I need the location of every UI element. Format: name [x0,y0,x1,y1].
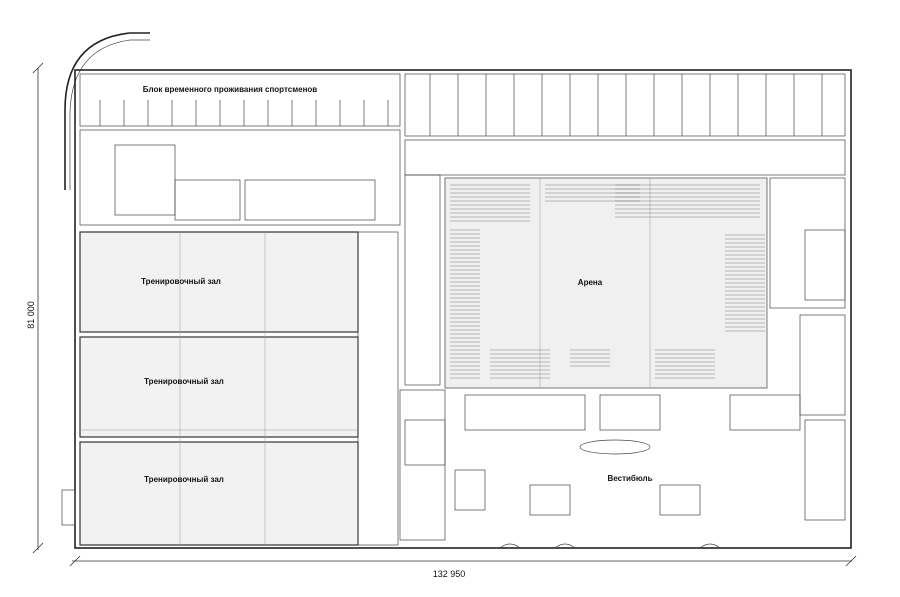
training-hall-1-label: Тренировочный зал [141,277,221,286]
arena [444,177,768,389]
training-halls [61,231,359,546]
width-dimension: 132 950 [69,555,857,579]
training-hall-2-label: Тренировочный зал [144,377,224,386]
height-dimension-label: 81 000 [26,301,36,329]
training-hall-3 [79,441,359,546]
athletes-block-label: Блок временного проживания спортсменов [143,85,318,94]
athletes-block [79,73,401,226]
lobby [464,394,721,549]
width-dimension-label: 132 950 [433,569,466,579]
training-hall-1 [79,231,359,333]
east-rooms [729,177,846,521]
training-hall-3-label: Тренировочный зал [144,475,224,484]
arena-floor [444,177,768,389]
curved-facade [64,32,150,190]
lobby-label: Вестибюль [608,474,653,483]
service-rooms [357,174,486,546]
arena-label: Арена [578,278,603,287]
training-hall-2 [79,336,359,438]
building-outline [74,69,852,549]
top-rooms [404,73,846,176]
height-dimension: 81 000 [26,62,44,554]
